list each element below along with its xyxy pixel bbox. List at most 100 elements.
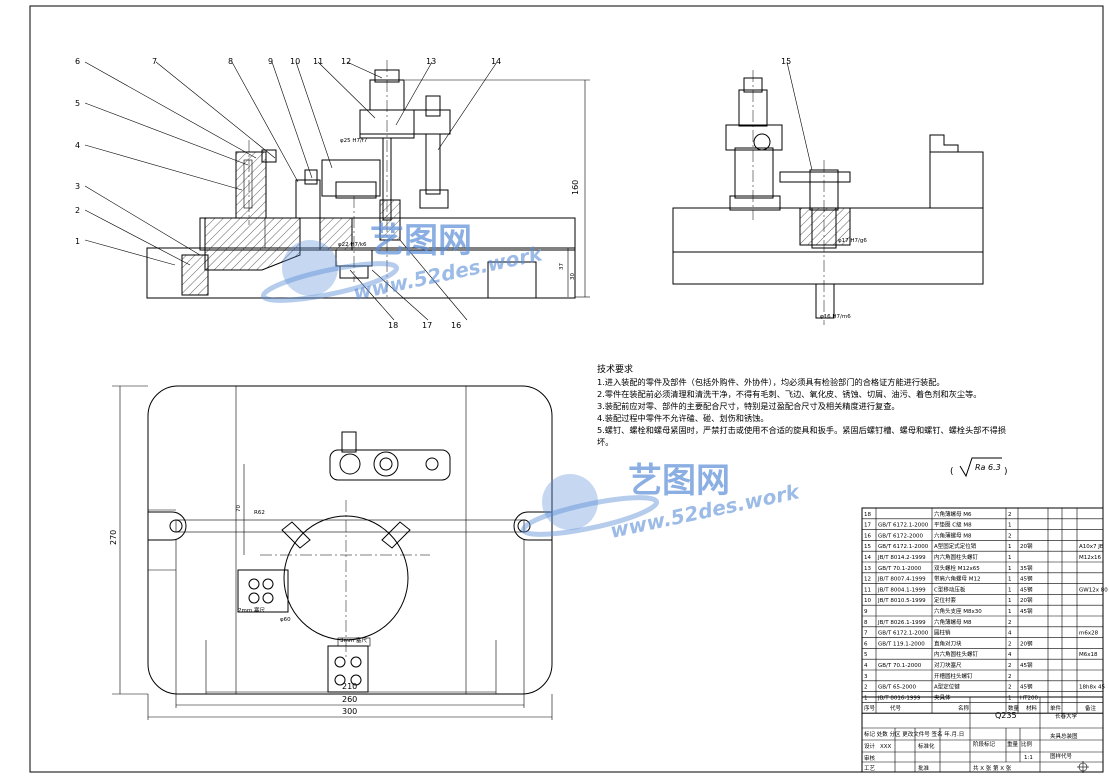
leader-lines — [84, 61, 813, 321]
dim-300: 300 — [342, 707, 357, 716]
bom-cell-code: GB/T 70.1-2000 — [878, 566, 922, 572]
tb-review: 审核 — [864, 754, 876, 762]
tech-line-5: 5.螺钉、螺栓和螺母紧固时，严禁打击或使用不合适的旋具和扳手。紧固后螺钉槽、螺母… — [597, 425, 1006, 435]
technical-requirements: 技术要求 1.进入装配的零件及部件（包括外购件、外协件），均必须具有检验部门的合… — [597, 363, 1008, 478]
bom-cell-qty: 1 — [1008, 695, 1012, 701]
dim-70: 70 — [236, 505, 242, 512]
dim-160: 160 — [571, 180, 580, 195]
balloon-4: 4 — [75, 141, 80, 150]
plan-view: 210 260 300 270 70 R62 φ60 2mm 塞尺 3mm 塞尺 — [109, 385, 553, 720]
bom-cell-no: 8 — [864, 620, 868, 626]
side-view: φ17 H7/g6 φ16 H7/m6 — [672, 70, 984, 325]
bom-cell-mat: 45钢 — [1020, 607, 1033, 615]
bom-cell-name: 内六角圆柱头螺钉 — [934, 553, 979, 561]
svg-text:): ) — [1004, 467, 1008, 477]
bom-header-note: 备注 — [1085, 704, 1097, 712]
bom-cell-name: 平垫圈 C级 M8 — [934, 521, 972, 529]
dim-210: 210 — [342, 682, 357, 691]
balloon-9: 9 — [268, 57, 273, 66]
bom-cell-mat: 45钢 — [1020, 683, 1033, 691]
bom-cell-no: 1 — [864, 695, 868, 701]
note-2mm: 2mm 塞尺 — [238, 606, 265, 614]
bom-cell-name: 直角对刀块 — [934, 639, 962, 647]
bom-cell-mat: 20钢 — [1020, 639, 1033, 647]
dim-260: 260 — [342, 695, 357, 704]
tb-design-code: XXX — [880, 744, 892, 750]
bom-cell-qty: 2 — [1008, 620, 1012, 626]
bom-cell-no: 14 — [864, 555, 871, 561]
bom-cell-name: 开槽圆柱头螺钉 — [934, 672, 973, 680]
tb-scale-label: 比例 — [1021, 740, 1033, 748]
bom-cell-code: JB/T 8026.1-1999 — [877, 620, 926, 626]
tech-line-4: 4.装配过程中零件不允许磕、碰、划伤和锈蚀。 — [597, 413, 769, 423]
bom-cell-note: GW12x 80 — [1079, 587, 1108, 593]
bom-cell-code: GB/T 70.1-2000 — [878, 663, 922, 669]
bom-cell-qty: 2 — [1008, 674, 1012, 680]
balloon-13: 13 — [426, 57, 436, 66]
tech-title: 技术要求 — [597, 363, 633, 375]
bom-cell-name: C型移动压板 — [934, 585, 966, 593]
bom-cell-no: 10 — [864, 598, 871, 604]
bom-cell-name: 定位衬套 — [934, 596, 957, 604]
bom-cell-qty: 1 — [1008, 587, 1012, 593]
bom-cell-qty: 2 — [1008, 641, 1012, 647]
bom-cell-qty: 1 — [1008, 523, 1012, 529]
fit-phi25: φ25 H7/f7 — [340, 138, 368, 144]
balloon-17: 17 — [422, 321, 432, 330]
bom-cell-code: JB/T 8014.2-1999 — [877, 555, 926, 561]
bom-cell-code: GB/T 65-2000 — [878, 685, 916, 691]
tb-sheet: 共 X 张 第 X 张 — [973, 764, 1012, 772]
bom-cell-code: GB/T 6172-2000 — [878, 533, 923, 539]
balloon-1: 1 — [75, 237, 80, 246]
bom-cell-qty: 1 — [1008, 598, 1012, 604]
balloon-15: 15 — [781, 57, 791, 66]
tb-process: 工艺 — [864, 765, 876, 772]
bom-cell-no: 15 — [864, 544, 871, 550]
tb-drawing-no: 图样代号 — [1050, 752, 1073, 760]
bom-cell-code: GB/T 6172.1-2000 — [878, 523, 929, 529]
dim-phi60: φ60 — [280, 617, 291, 623]
bom-cell-name: 六角薄螺母 M8 — [934, 618, 972, 626]
balloon-8: 8 — [228, 57, 233, 66]
tb-approve: 批准 — [918, 764, 930, 772]
bom-cell-mat: 20钢 — [1020, 542, 1033, 550]
bom-cell-no: 2 — [864, 685, 868, 691]
roughness-symbol — [959, 457, 1002, 478]
balloon-11: 11 — [313, 57, 323, 66]
bom-cell-qty: 2 — [1008, 685, 1012, 691]
dim-270: 270 — [109, 530, 118, 545]
bom-cell-no: 13 — [864, 566, 871, 572]
fit-phi22: φ22 H7/k6 — [338, 242, 367, 248]
bom-cell-name: 六角薄螺母 M6 — [934, 510, 972, 518]
balloon-16: 16 — [451, 321, 461, 330]
bom-cell-no: 16 — [864, 533, 871, 539]
bom-cell-mat: HT200 — [1020, 695, 1038, 701]
bom-header-mat: 材料 — [1026, 704, 1038, 712]
balloon-6: 6 — [75, 57, 80, 66]
bom-cell-no: 5 — [864, 652, 868, 658]
bom-cell-name: 六角薄螺母 M8 — [934, 531, 972, 539]
bom-cell-code: JB/T 8016-1999 — [877, 695, 921, 701]
bom-cell-no: 17 — [864, 523, 871, 529]
tb-std: 标准化 — [918, 742, 935, 750]
sheet-border — [29, 5, 1104, 773]
svg-text:(: ( — [950, 467, 954, 477]
bom-cell-mat: 45钢 — [1020, 585, 1033, 593]
bom-cell-no: 9 — [864, 609, 868, 615]
bom-cell-mat: 35钢 — [1020, 564, 1033, 572]
balloon-3: 3 — [75, 182, 80, 191]
bom-cell-qty: 4 — [1008, 631, 1012, 637]
bom-cell-no: 11 — [864, 587, 871, 593]
balloon-12: 12 — [341, 57, 351, 66]
bom-cell-code: JB/T 8004.1-1999 — [877, 587, 926, 593]
bom-cell-no: 3 — [864, 674, 868, 680]
bom-cell-no: 12 — [864, 577, 871, 583]
bom-cell-qty: 1 — [1008, 544, 1012, 550]
bom-cell-name: 对刀块塞尺 — [934, 661, 962, 669]
bom-cell-qty: 2 — [1008, 663, 1012, 669]
bom-cell-no: 18 — [864, 512, 871, 518]
bom-cell-code: GB/T 119.1-2000 — [878, 641, 925, 647]
watermark-cn-1: 艺图网 — [370, 221, 472, 261]
bom-cell-no: 4 — [864, 663, 868, 669]
